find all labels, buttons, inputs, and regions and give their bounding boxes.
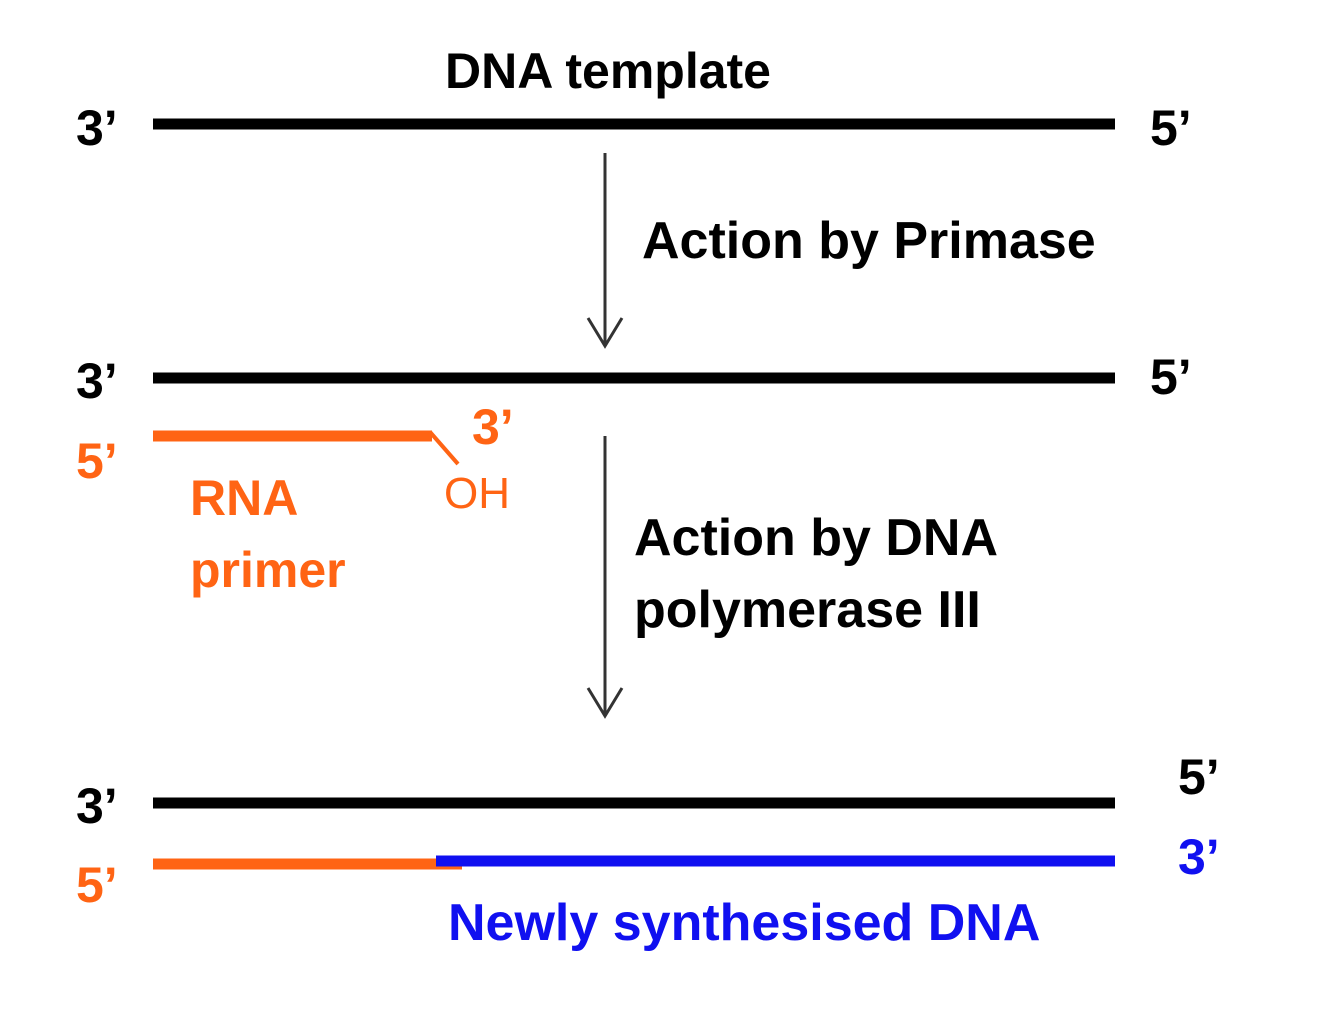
primase-step-label: Action by Primase	[642, 212, 1096, 270]
down-arrow-icon	[586, 436, 624, 719]
rna-primer-3prime-label: 3’	[472, 399, 514, 455]
stage1-template-5prime-label: 5’	[1150, 100, 1192, 156]
polymerase-step-label-line1: Action by DNA	[634, 509, 998, 567]
polymerase-step: Action by DNA polymerase III	[586, 436, 998, 719]
rna-primer-oh-label: OH	[444, 469, 510, 518]
rna-primer-hydroxyl-bond	[428, 430, 460, 466]
stage3-template-3prime-label: 3’	[76, 778, 118, 834]
stage-3: 3’ 5’ 5’ 3’ Newly synthesised DNA	[76, 749, 1220, 952]
primase-step: Action by Primase	[586, 153, 1096, 349]
stage-2: 3’ 5’ 5’ 3’ OH RNA primer	[76, 349, 1192, 598]
new-strand-label: Newly synthesised DNA	[448, 894, 1040, 952]
stage2-template-3prime-label: 3’	[76, 353, 118, 409]
rna-primer-label-line2: primer	[190, 542, 346, 598]
new-strand-3prime-label: 3’	[1178, 829, 1220, 885]
rna-primer-5prime-label: 5’	[76, 433, 118, 489]
dna-template-title: DNA template	[445, 43, 771, 99]
rna-primer-label-line1: RNA	[190, 470, 298, 526]
stage2-template-5prime-label: 5’	[1150, 349, 1192, 405]
stage3-template-5prime-label: 5’	[1178, 749, 1220, 805]
stage-1: DNA template 3’ 5’	[76, 43, 1192, 156]
polymerase-step-label-line2: polymerase III	[634, 581, 981, 639]
stage3-primer-5prime-label: 5’	[76, 857, 118, 913]
down-arrow-icon	[586, 153, 624, 349]
stage1-template-3prime-label: 3’	[76, 100, 118, 156]
